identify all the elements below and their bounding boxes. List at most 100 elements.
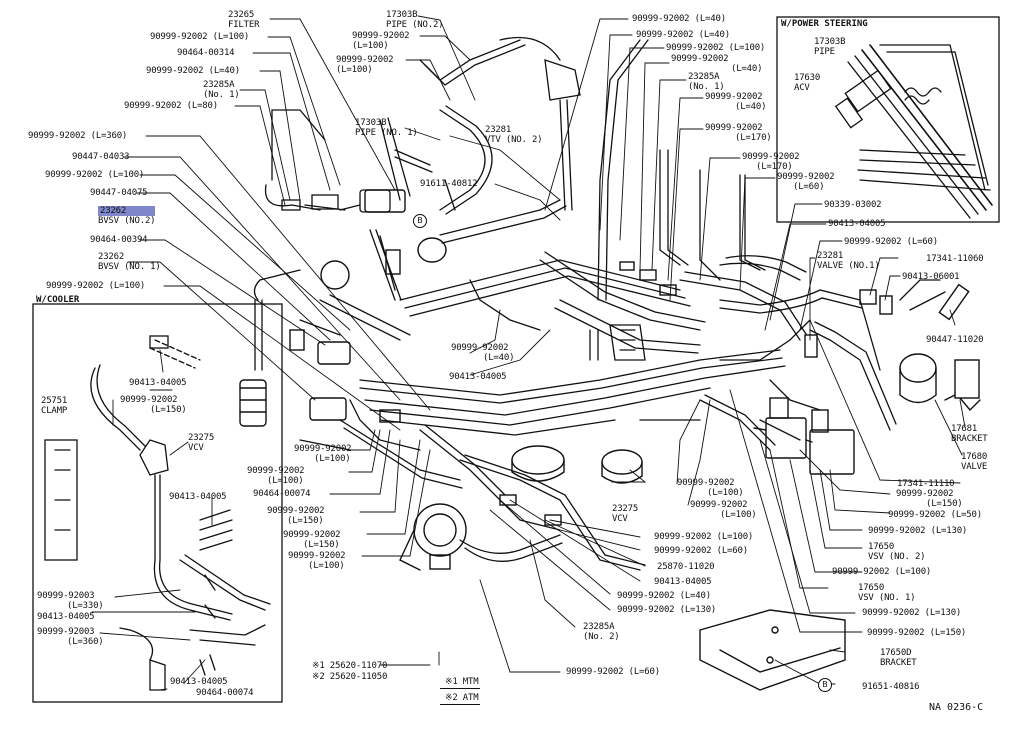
legend-atm: ※2 ATM <box>445 693 479 703</box>
part-label-hose: 90999-92002 (L=150) <box>867 628 967 638</box>
part-label-hose: 90999-92003(L=330) <box>37 591 104 611</box>
part-label-joint: 90413-04005 <box>170 677 228 687</box>
part-label-joint: 90413-04005 <box>654 577 712 587</box>
part-label-plug: 90464-00394 <box>90 235 148 245</box>
part-label-clip: 90447-11020 <box>926 335 984 345</box>
power-steering-lines <box>834 44 993 219</box>
diagram-code: NA 0236-C <box>929 702 984 713</box>
part-label-hose: 90999-92002(L=100) <box>690 500 757 520</box>
part-label-clip: 90447-04075 <box>90 188 148 198</box>
part-label-check-valve-no2: 23285A(No. 2) <box>583 622 620 642</box>
part-label-hose: 90999-92002 (L=80) <box>124 101 218 111</box>
part-label-joint: 90413-04005 <box>449 372 507 382</box>
part-label-hose: 90999-92002 (L=40) <box>617 591 711 601</box>
leader-lines <box>91 15 966 691</box>
part-label-hose: 90999-92002(L=100) <box>352 31 410 51</box>
part-label-hose: 90999-92002 (L=100) <box>654 532 754 542</box>
part-label-hose: 90999-92002 (L=40) <box>146 66 240 76</box>
legend-divider <box>440 704 480 705</box>
part-label-joint: 90413-04005 <box>828 219 886 229</box>
part-label-bolt: 91611-40812 <box>420 179 478 189</box>
part-label-hose: 90999-92002 (L=100) <box>45 170 145 180</box>
part-label-hose: 90999-92002 (L=130) <box>868 526 968 536</box>
part-label-check-valve: 23285A(No. 1) <box>203 80 240 100</box>
part-label-plug: 90464-00074 <box>253 489 311 499</box>
part-label-bolt: 91651-40816 <box>862 682 920 692</box>
components <box>239 189 981 691</box>
part-label-hose: 90999-92002 (L=40) <box>636 30 730 40</box>
part-label-hose: 90999-92002(L=40) <box>705 92 767 112</box>
part-label-hose: 90999-92002 (L=130) <box>862 608 962 618</box>
main-hoses <box>253 36 946 571</box>
reference-marker-b: B <box>413 214 427 228</box>
part-label-hose: 90999-92002 (L=50) <box>888 510 982 520</box>
part-label-hose: 90999-92002 (L=100) <box>150 32 250 42</box>
legend-mtm: ※1 MTM <box>445 677 479 687</box>
part-label-hose: 90999-92002(L=150) <box>267 506 325 526</box>
part-label-hose: 90999-92002(L=150) <box>896 489 963 509</box>
part-label-hose: 90999-92002(L=100) <box>288 551 346 571</box>
power-steering-box-title: W/POWER STEERING <box>781 19 868 29</box>
part-label-hose: 90999-92002(L=60) <box>777 172 835 192</box>
part-label-plug: 90464-00074 <box>196 688 254 698</box>
part-label-pipe: 17341-11060 <box>926 254 984 264</box>
part-label-hose: 90999-92003(L=360) <box>37 627 104 647</box>
part-label-hose: 90999-92002(L=40) <box>671 54 763 74</box>
part-label-hose: 90999-92002(L=100) <box>294 444 352 464</box>
part-label-joint: 90413-04005 <box>129 378 187 388</box>
part-label-pipe: 17341-11110 <box>897 479 955 489</box>
part-label-check-valve: 23285A(No. 1) <box>688 72 725 92</box>
part-label-hose: 90999-92002 (L=40) <box>632 14 726 24</box>
cooler-box-frame <box>32 303 283 703</box>
part-label-hose: 90999-92002(L=170) <box>705 123 772 143</box>
part-label-hose: 90999-92002 (L=100) <box>666 43 766 53</box>
part-label-hose: 90999-92002 (L=60) <box>566 667 660 677</box>
part-label-hose: 90999-92002(L=100) <box>336 55 394 75</box>
part-label-hose: 90999-92002(L=150) <box>120 395 187 415</box>
part-label-hose: 90999-92002(L=40) <box>451 343 515 363</box>
part-label-hose: 90999-92002 (L=60) <box>654 546 748 556</box>
part-label-joint: 90413-04005 <box>169 492 227 502</box>
part-label-joint: 90413-04005 <box>37 612 95 622</box>
part-label-part: 25870-11020 <box>657 562 715 572</box>
part-label-hose: 90999-92002(L=100) <box>247 466 305 486</box>
part-label-hose: 90999-92002 (L=100) <box>832 567 932 577</box>
cooler-box-title: W/COOLER <box>36 295 80 305</box>
part-label-hose: 90999-92002 (L=60) <box>844 237 938 247</box>
power-steering-box-frame <box>776 16 1000 223</box>
part-label-clip: 90447-04033 <box>72 152 130 162</box>
part-label-hose: 90999-92002 (L=100) <box>46 281 146 291</box>
part-label-hose: 90999-92002(L=170) <box>742 152 800 172</box>
part-label-hose: 90999-92002 (L=130) <box>617 605 717 615</box>
reference-marker-b: B <box>818 678 832 692</box>
part-label-actuator-mtm: ※1 25620-11070 <box>312 661 388 671</box>
part-label-hose: 90999-92002 (L=360) <box>28 131 128 141</box>
part-label-hose: 90999-92002(L=150) <box>283 530 341 550</box>
cooler-lines <box>44 335 271 691</box>
legend-divider <box>440 688 480 689</box>
part-label-actuator-atm: ※2 25620-11050 <box>312 672 388 682</box>
part-label-plug: 90464-00314 <box>177 48 235 58</box>
part-label-joint: 90413-06001 <box>902 272 960 282</box>
part-label-screw: 90339-03002 <box>824 200 882 210</box>
part-label-hose: 90999-92002(L=100) <box>677 478 744 498</box>
